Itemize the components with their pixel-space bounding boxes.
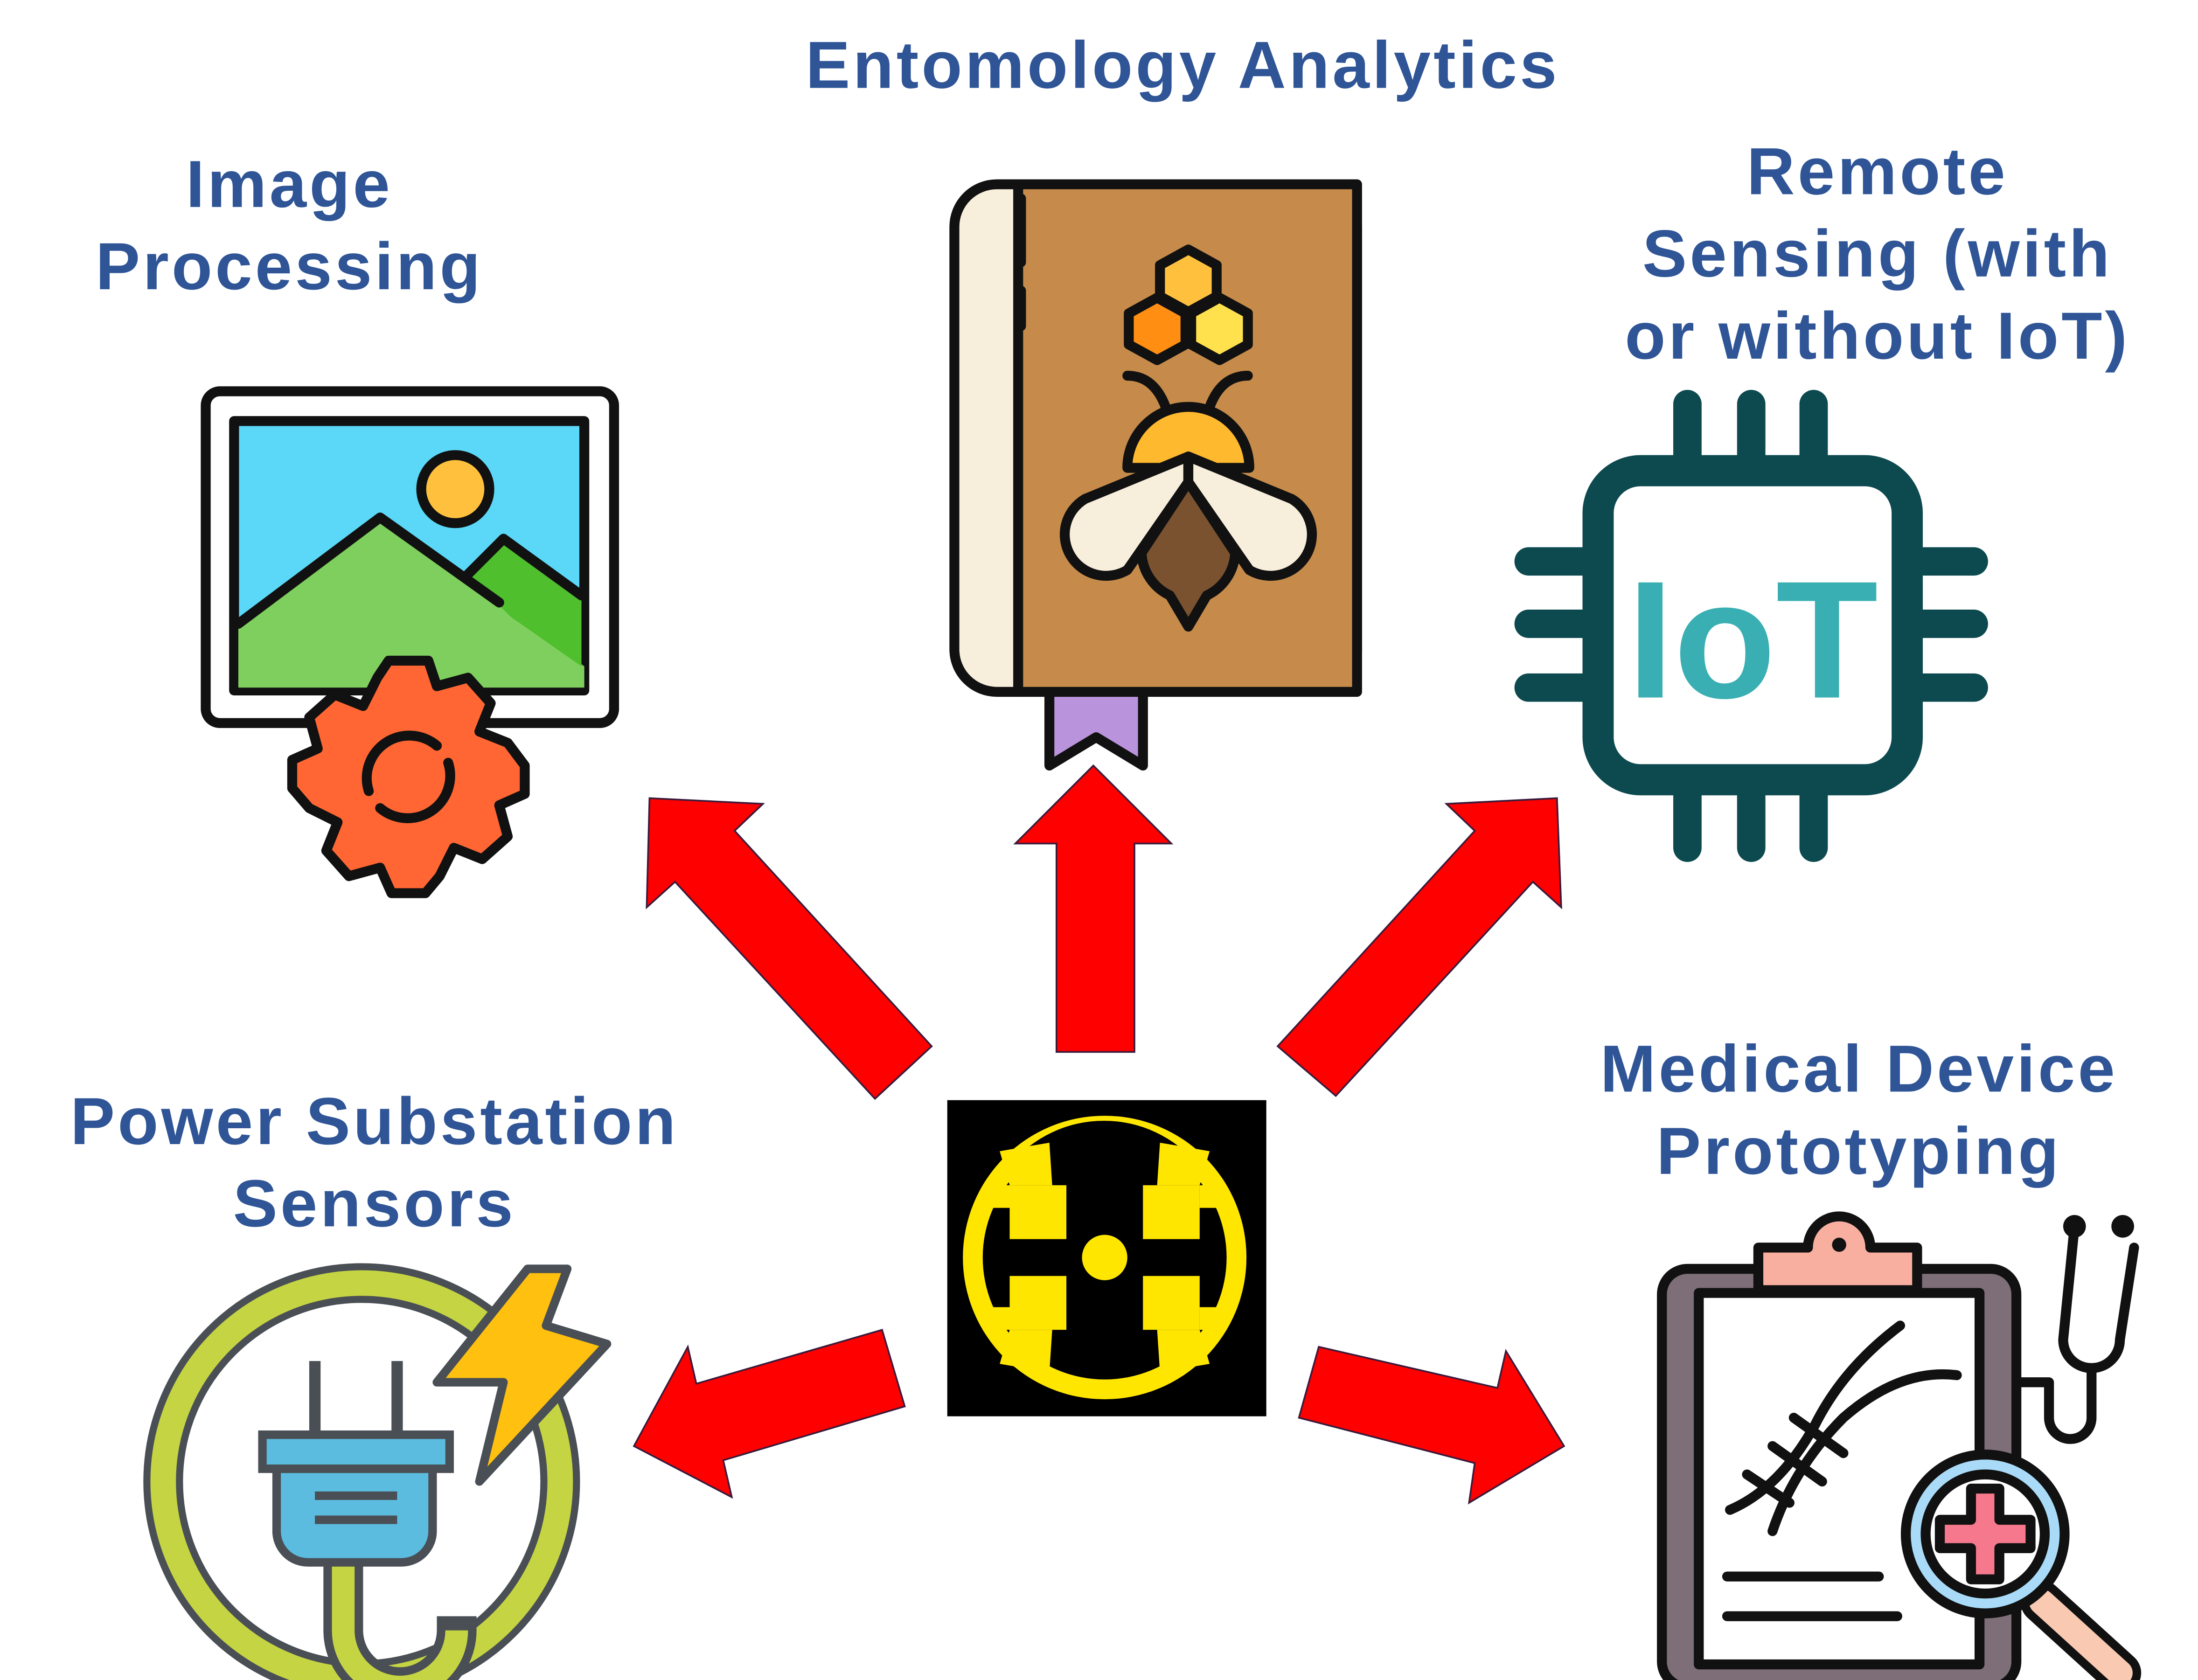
arrow-upper-right bbox=[1276, 797, 1562, 1097]
label-image-line1: Image bbox=[186, 147, 393, 222]
label-image-line2: Processing bbox=[96, 229, 483, 304]
label-power-line2: Sensors bbox=[233, 1166, 516, 1241]
arrow-up bbox=[1013, 764, 1174, 1053]
bee-book-icon bbox=[949, 179, 1362, 771]
medical-clipboard-icon bbox=[1657, 1211, 2142, 1680]
arrow-lower-right bbox=[1298, 1346, 1565, 1505]
arrow-upper-left bbox=[646, 797, 933, 1100]
center-logo-icon bbox=[947, 1100, 1266, 1416]
label-remote-line1: Remote bbox=[1747, 134, 2008, 208]
label-medical-line1: Medical Device bbox=[1600, 1032, 2118, 1106]
label-remote-line3: or without IoT) bbox=[1625, 299, 2130, 373]
power-plug-icon bbox=[143, 1263, 612, 1680]
label-power-line1: Power Substation bbox=[70, 1084, 679, 1159]
arrow-lower-left bbox=[633, 1328, 906, 1499]
image-gear-icon bbox=[201, 386, 619, 898]
iot-chip-icon bbox=[1514, 389, 1988, 862]
label-medical-line2: Prototyping bbox=[1656, 1114, 2061, 1188]
label-entomology: Entomology Analytics bbox=[806, 28, 1560, 102]
label-remote-line2: Sensing (with bbox=[1642, 217, 2113, 291]
iot-chip-text: IoT bbox=[1627, 547, 1878, 734]
